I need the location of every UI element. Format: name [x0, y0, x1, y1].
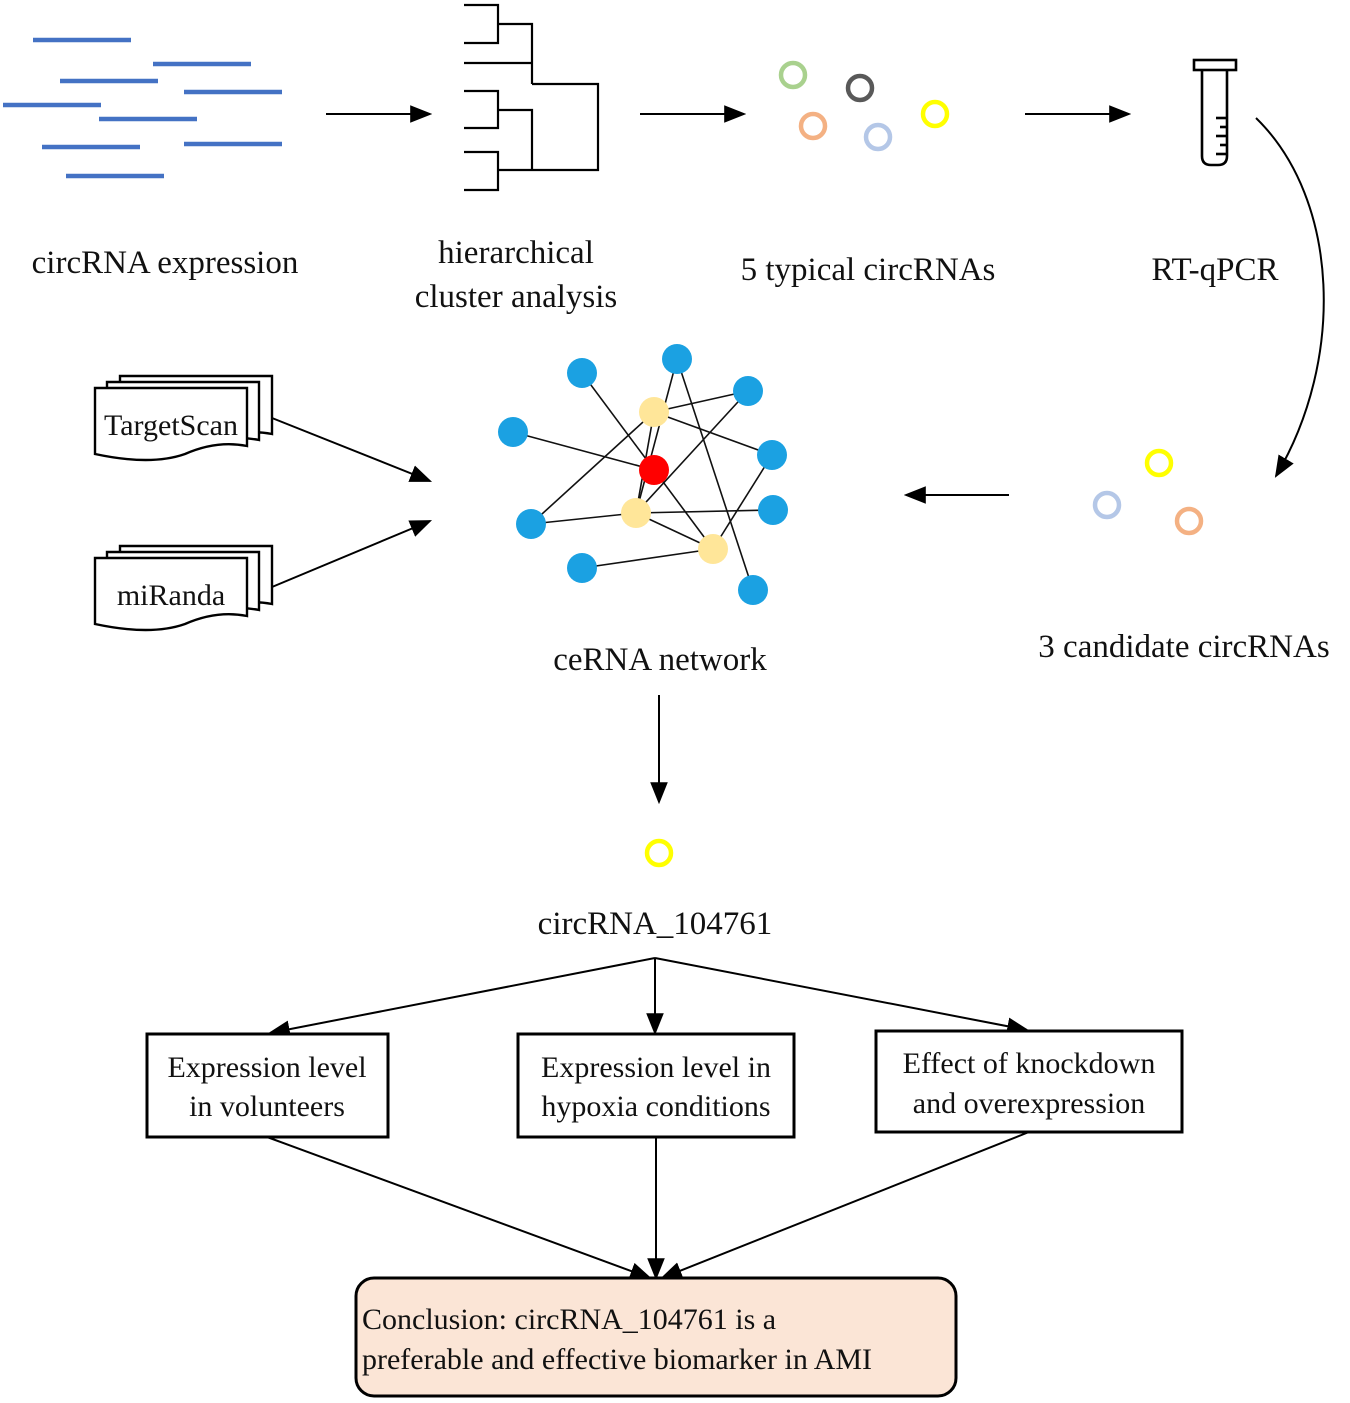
- mrna-node: [516, 509, 546, 539]
- label-5-typical-circrnas: 5 typical circRNAs: [741, 252, 996, 288]
- mrna-node: [733, 376, 763, 406]
- circrna-ring-icon: [1144, 448, 1174, 478]
- database-targetscan: TargetScan: [104, 409, 238, 442]
- test-tube-icon: [1192, 58, 1238, 167]
- mirna-node: [621, 498, 651, 528]
- arrow-targetscan-to-network: [271, 417, 433, 482]
- box-volunteers-line1: Expression level: [167, 1051, 366, 1084]
- database-miranda: miRanda: [117, 579, 225, 612]
- label-3-candidate-circrnas: 3 candidate circRNAs: [1038, 629, 1329, 665]
- circrna-ring-icon: [920, 99, 950, 129]
- arrow-to-knockdown: [654, 957, 1030, 1035]
- mrna-node: [738, 575, 768, 605]
- circrna-ring-icon: [778, 60, 808, 90]
- box-expression-volunteers: [145, 1032, 390, 1139]
- mrna-node: [567, 553, 597, 583]
- label-cerna-network: ceRNA network: [553, 642, 767, 678]
- circrna-node: [639, 455, 669, 485]
- circrna-ring-icon: [845, 73, 875, 103]
- circrna-ring-icon: [863, 122, 893, 152]
- box-knockdown-line2: and overexpression: [913, 1087, 1145, 1120]
- conclusion-line1: Conclusion: circRNA_104761 is a: [362, 1303, 776, 1336]
- arrow-volunteers-to-conclusion: [266, 1136, 653, 1280]
- mirna-node: [639, 397, 669, 427]
- document-stack-icon: [93, 374, 274, 462]
- dendrogram-icon: [464, 3, 600, 192]
- circrna-ring-icon: [798, 111, 828, 141]
- typical-circrnas-group: [778, 60, 950, 152]
- box-volunteers-line2: in volunteers: [189, 1090, 345, 1123]
- expression-lines-icon: [3, 37, 282, 179]
- circrna-ring-icon: [644, 838, 674, 868]
- box-knockdown-line1: Effect of knockdown: [903, 1047, 1156, 1080]
- arrow-miranda-to-network: [271, 520, 433, 588]
- label-circrna-104761: circRNA_104761: [538, 906, 773, 942]
- document-stack-icon: [93, 544, 274, 632]
- arrow-qpcr-to-candidates: [1255, 117, 1325, 478]
- mrna-node: [567, 358, 597, 388]
- box-hypoxia-line2: hypoxia conditions: [541, 1090, 770, 1123]
- arrow-to-volunteers: [267, 957, 656, 1038]
- circrna-ring-icon: [1174, 506, 1204, 536]
- candidate-circrnas-group: [1092, 448, 1204, 536]
- label-hierarchical: hierarchical: [438, 235, 594, 271]
- label-circrna-expression: circRNA expression: [32, 245, 299, 281]
- box-expression-hypoxia: [516, 1032, 796, 1139]
- mrna-node: [757, 440, 787, 470]
- network-nodes: [498, 344, 788, 605]
- conclusion-box: [354, 1276, 958, 1398]
- mrna-node: [758, 495, 788, 525]
- mirna-node: [698, 534, 728, 564]
- label-cluster-analysis: cluster analysis: [415, 279, 618, 315]
- mrna-node: [498, 417, 528, 447]
- box-hypoxia-line1: Expression level in: [541, 1051, 771, 1084]
- box-knockdown-overexpression: [874, 1029, 1184, 1134]
- conclusion-line2: preferable and effective biomarker in AM…: [362, 1343, 872, 1376]
- cerna-network: [498, 344, 788, 605]
- circrna-ring-icon: [1092, 490, 1122, 520]
- label-rt-qpcr: RT-qPCR: [1151, 252, 1278, 288]
- mrna-node: [662, 344, 692, 374]
- arrow-knockdown-to-conclusion: [659, 1131, 1030, 1279]
